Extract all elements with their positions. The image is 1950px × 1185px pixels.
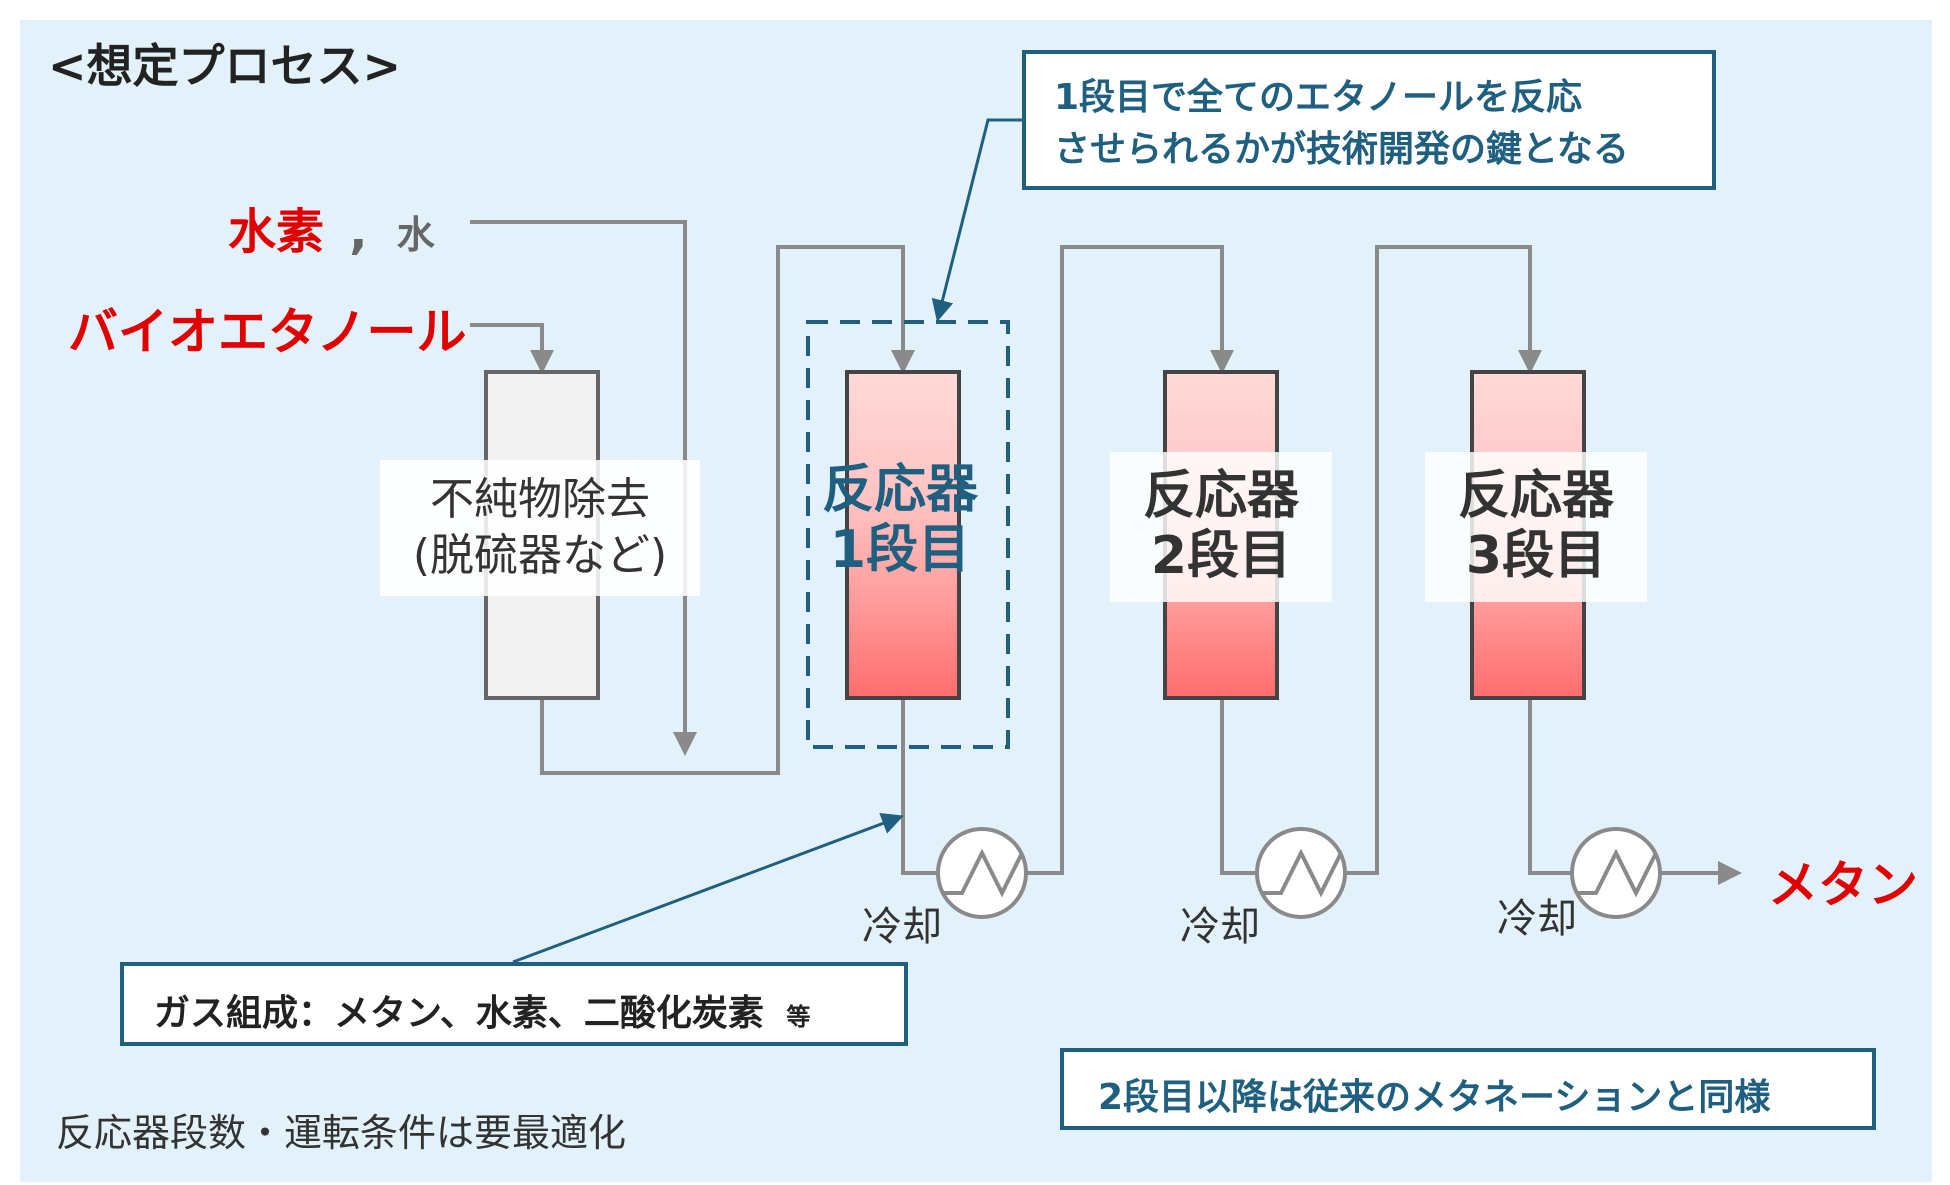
reactor-1-stage: 1段目 [829,520,971,580]
bioethanol-label: バイオエタノール [68,303,467,361]
key-technology-line2: させられるかが技術開発の鍵となる [1054,129,1629,170]
cooler2-to-reactor3-line [1345,245,1542,875]
reactor-1-vessel [845,370,961,700]
gas-composition-text: ガス組成：メタン、水素、二酸化炭素 [154,993,764,1034]
cooling-label-1: 冷却 [862,904,942,950]
cooler1-to-reactor2-line [1026,245,1234,875]
cooling-label-3: 冷却 [1497,896,1577,942]
cooling-label-2: 冷却 [1180,904,1260,950]
ethanol-feed-line [470,323,554,374]
top-callout-pointer [931,118,1022,322]
reactor-2-stage: 2段目 [1150,526,1292,586]
purifier-label-line1: 不純物除去 [430,474,650,525]
reactor2-to-cooler2-line [1220,700,1257,875]
gas-composition-callout: ガス組成：メタン、水素、二酸化炭素 等 [120,962,908,1046]
comma-separator: , [349,204,368,260]
reactor-1-name: 反応器 [821,460,978,520]
footnote: 反応器段数・運転条件は要最適化 [56,1111,627,1155]
reactor-3-label: 反応器 3段目 [1425,452,1647,602]
key-technology-line1: 1段目で全てのエタノールを反応 [1054,77,1582,118]
purifier-label: 不純物除去 (脱硫器など) [380,460,700,596]
reactor-2-name: 反応器 [1142,466,1299,526]
reactor-3-stage: 3段目 [1465,526,1607,586]
reactor1-highlight-box [806,320,1010,749]
hydrogen-label: 水素 [228,204,325,260]
reactor3-to-cooler3-line [1528,700,1572,875]
methane-output-label: メタン [1768,856,1918,914]
reactor1-to-cooler1-line [901,700,938,875]
hydrogen-input-row: 水素 , 水 [228,192,435,262]
gas-composition-suffix: 等 [786,1003,811,1031]
purifier-to-reactor1-line [540,245,915,775]
page-title: <想定プロセス> [48,39,402,93]
water-label: 水 [396,213,435,257]
reactor-1-label: 反応器 1段目 [800,460,1000,590]
key-technology-callout: 1段目で全てのエタノールを反応 させられるかが技術開発の鍵となる [1022,50,1716,190]
gas-callout-pointer [512,813,904,964]
purifier-label-line2: (脱硫器など) [412,530,668,581]
reactor-3-name: 反応器 [1457,466,1614,526]
later-stages-callout: 2段目以降は従来のメタネーションと同様 [1060,1048,1876,1130]
reactor-2-label: 反応器 2段目 [1110,452,1332,602]
